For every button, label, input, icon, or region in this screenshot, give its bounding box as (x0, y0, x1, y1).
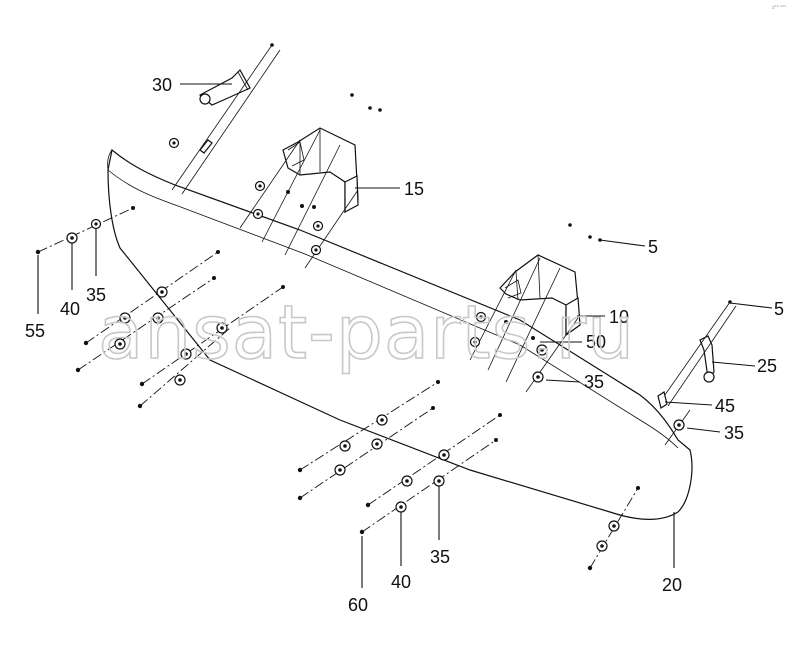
callout-35: 35 (724, 423, 744, 443)
callout-50: 50 (586, 332, 606, 352)
callout-30: 30 (152, 75, 172, 95)
callout-5: 5 (648, 237, 658, 257)
callout-5: 5 (774, 299, 784, 319)
washers-and-nuts (35, 43, 732, 571)
watermark-text: ansat-parts.ru (98, 290, 635, 376)
corner-mark: z²⁰ ⁰⁰⁰ (772, 5, 786, 11)
callout-35: 35 (584, 372, 604, 392)
callout-25: 25 (757, 356, 777, 376)
callout-40: 40 (60, 299, 80, 319)
callout-55: 55 (25, 321, 45, 341)
callout-10: 10 (609, 307, 629, 327)
callout-35: 35 (86, 285, 106, 305)
left-support-bracket (239, 127, 359, 269)
callout-45: 45 (715, 396, 735, 416)
callout-40: 40 (391, 572, 411, 592)
bumper-beam (107, 148, 693, 521)
right-support-bracket (469, 254, 581, 393)
callout-35: 35 (430, 547, 450, 567)
right-hanger-bracket (657, 301, 737, 446)
callout-20: 20 (662, 575, 682, 595)
leader-lines (37, 83, 773, 588)
callout-labels: 30 15 5 10 5 50 25 35 45 35 55 40 35 60 … (25, 75, 784, 615)
fastener-axis-lines (37, 207, 639, 569)
callout-15: 15 (404, 179, 424, 199)
callout-60: 60 (348, 595, 368, 615)
left-hanger-bracket (171, 44, 281, 195)
